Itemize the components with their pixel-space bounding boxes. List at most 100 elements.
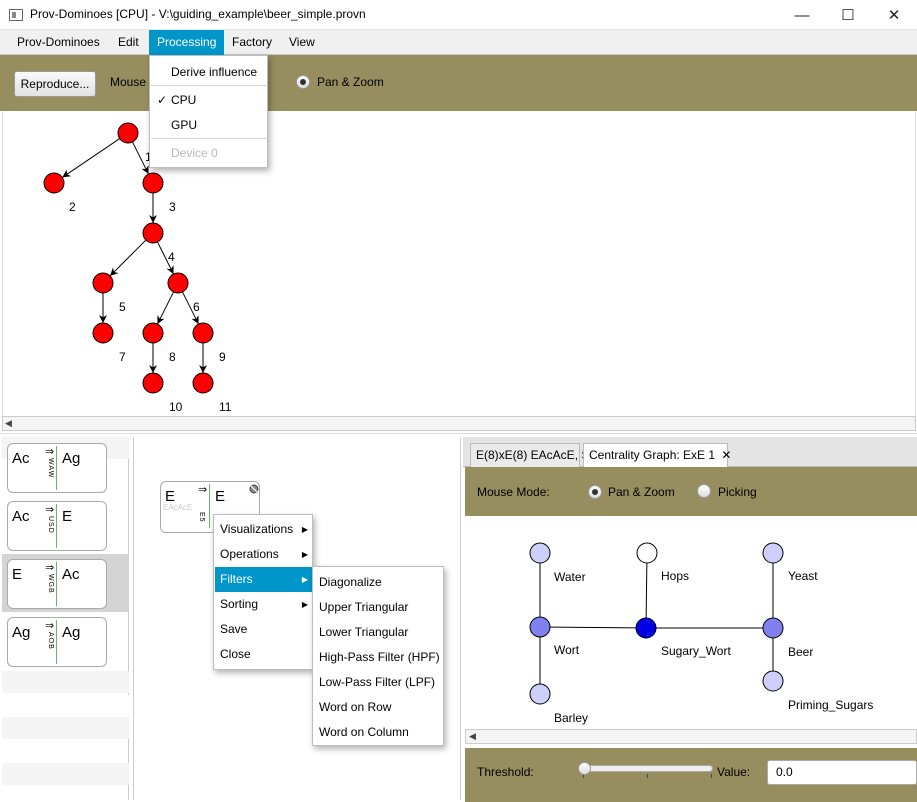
tab-matrix[interactable]: E(8)xE(8) EAcAcE, S	[470, 443, 589, 467]
context-item-filters[interactable]: Filters▶	[215, 567, 313, 592]
context-item-visualizations[interactable]: Visualizations▶	[215, 517, 313, 542]
centrality-node[interactable]	[762, 617, 784, 639]
centrality-node[interactable]	[529, 683, 551, 705]
slider-tick	[583, 774, 584, 778]
app-icon	[9, 9, 23, 21]
submenu-arrow-icon: ▶	[301, 525, 308, 534]
pan-zoom-radio[interactable]	[588, 485, 602, 499]
scroll-left-arrow[interactable]: ◀	[5, 418, 12, 428]
pan-zoom-radio[interactable]	[296, 75, 310, 89]
filter-item[interactable]: Diagonalize	[319, 575, 382, 589]
tree-node[interactable]	[92, 322, 114, 344]
mouse-mode-label: Mouse	[110, 75, 147, 89]
picking-radio[interactable]	[697, 484, 711, 498]
tree-node[interactable]	[142, 222, 164, 244]
tree-node[interactable]	[192, 372, 214, 394]
tree-node[interactable]	[142, 322, 164, 344]
filter-item[interactable]: High-Pass Filter (HPF)	[319, 650, 440, 664]
menu-separator	[151, 138, 268, 139]
domino-right-label: Ag	[62, 624, 81, 641]
tree-edge	[182, 291, 199, 325]
tree-edge	[62, 138, 120, 178]
centrality-node[interactable]	[762, 670, 784, 692]
tree-node[interactable]	[92, 272, 114, 294]
tree-node[interactable]	[142, 172, 164, 194]
filter-item[interactable]: Low-Pass Filter (LPF)	[319, 675, 436, 689]
tree-node-label: 10	[169, 400, 183, 414]
centrality-edge	[645, 552, 648, 629]
reproduce-button[interactable]: Reproduce...	[14, 71, 96, 97]
tab-label: Centrality Graph: ExE 1	[589, 448, 716, 462]
context-item-operations[interactable]: Operations▶	[215, 542, 313, 567]
tree-node-label: 3	[169, 200, 176, 214]
filter-item[interactable]: Word on Column	[319, 725, 409, 739]
menu-view[interactable]: View	[289, 35, 315, 49]
domino-arrow-icon: ⇒	[45, 562, 55, 574]
provenance-graph-canvas[interactable]: 1234567891011	[2, 111, 916, 416]
tree-node[interactable]	[43, 172, 65, 194]
context-item-close[interactable]: Close	[215, 642, 313, 667]
context-item-sorting[interactable]: Sorting▶	[215, 592, 313, 617]
centrality-node[interactable]	[529, 542, 551, 564]
processing-item-label: GPU	[171, 118, 198, 132]
filter-item[interactable]: Word on Row	[319, 700, 392, 714]
tab-centrality-graph[interactable]: Centrality Graph: ExE 1 ✕	[583, 443, 732, 467]
centrality-node[interactable]	[762, 542, 784, 564]
processing-item-derive-influence[interactable]: Derive influence	[151, 59, 268, 85]
close-window-button[interactable]: ✕	[887, 7, 901, 24]
filter-item[interactable]: Lower Triangular	[319, 625, 409, 639]
settings-icon[interactable]	[249, 484, 259, 494]
window-title: Prov-Dominoes [CPU] - V:\guiding_example…	[30, 7, 366, 21]
tree-node-label: 2	[69, 200, 76, 214]
domino-arrow-icon: ⇒	[45, 504, 55, 516]
scroll-left-arrow[interactable]: ◀	[469, 731, 476, 741]
menu-factory[interactable]: Factory	[232, 35, 273, 49]
checkmark-icon: ✓	[157, 93, 168, 107]
tree-node-label: 11	[219, 400, 232, 414]
threshold-slider-track[interactable]	[582, 765, 713, 772]
provenance-tree: 1234567891011	[43, 122, 232, 414]
tree-node[interactable]	[167, 272, 189, 294]
centrality-horizontal-scrollbar[interactable]: ◀	[465, 729, 917, 744]
graph-horizontal-scrollbar[interactable]: ◀	[2, 416, 916, 431]
centrality-node-label: Sugary_Wort	[661, 644, 731, 658]
tree-node[interactable]	[142, 372, 164, 394]
menu-prov-dominoes[interactable]: Prov-Dominoes	[17, 35, 100, 49]
maximize-button[interactable]: ☐	[841, 7, 855, 24]
menu-processing[interactable]: Processing	[149, 30, 225, 55]
centrality-node[interactable]	[636, 542, 658, 564]
filter-item[interactable]: Upper Triangular	[319, 600, 409, 614]
submenu-arrow-icon: ▶	[301, 575, 308, 584]
tree-node-label: 7	[119, 350, 126, 364]
menu-edit[interactable]: Edit	[118, 35, 139, 49]
title-bar	[0, 0, 917, 30]
processing-item-device-0: Device 0	[151, 140, 268, 166]
centrality-node-label: Barley	[554, 711, 588, 725]
domino-arrow-icon: ⇒	[45, 620, 55, 632]
menu-separator	[151, 85, 268, 86]
processing-item-cpu[interactable]: ✓CPU	[151, 87, 268, 113]
tree-node[interactable]	[117, 122, 139, 144]
tab-close-icon[interactable]: ✕	[721, 448, 732, 462]
threshold-slider-thumb[interactable]	[578, 762, 591, 775]
domino-right-label: E	[215, 488, 226, 505]
menu-bar: Prov-Dominoes Edit Processing Factory Vi…	[0, 30, 917, 55]
tree-node[interactable]	[192, 322, 214, 344]
processing-item-gpu[interactable]: GPU	[151, 112, 268, 138]
list-stripe	[2, 671, 129, 693]
domino-left-label: Ac	[12, 450, 30, 467]
centrality-node[interactable]	[529, 616, 551, 638]
processing-item-label: CPU	[171, 93, 197, 107]
centrality-node[interactable]	[635, 617, 657, 639]
domino-vertical-label: AOB	[47, 632, 54, 650]
threshold-value-input[interactable]: 0.0	[767, 760, 917, 785]
tree-node-label: 4	[168, 250, 175, 264]
context-item-save[interactable]: Save	[215, 617, 313, 642]
minimize-button[interactable]: —	[794, 6, 810, 24]
